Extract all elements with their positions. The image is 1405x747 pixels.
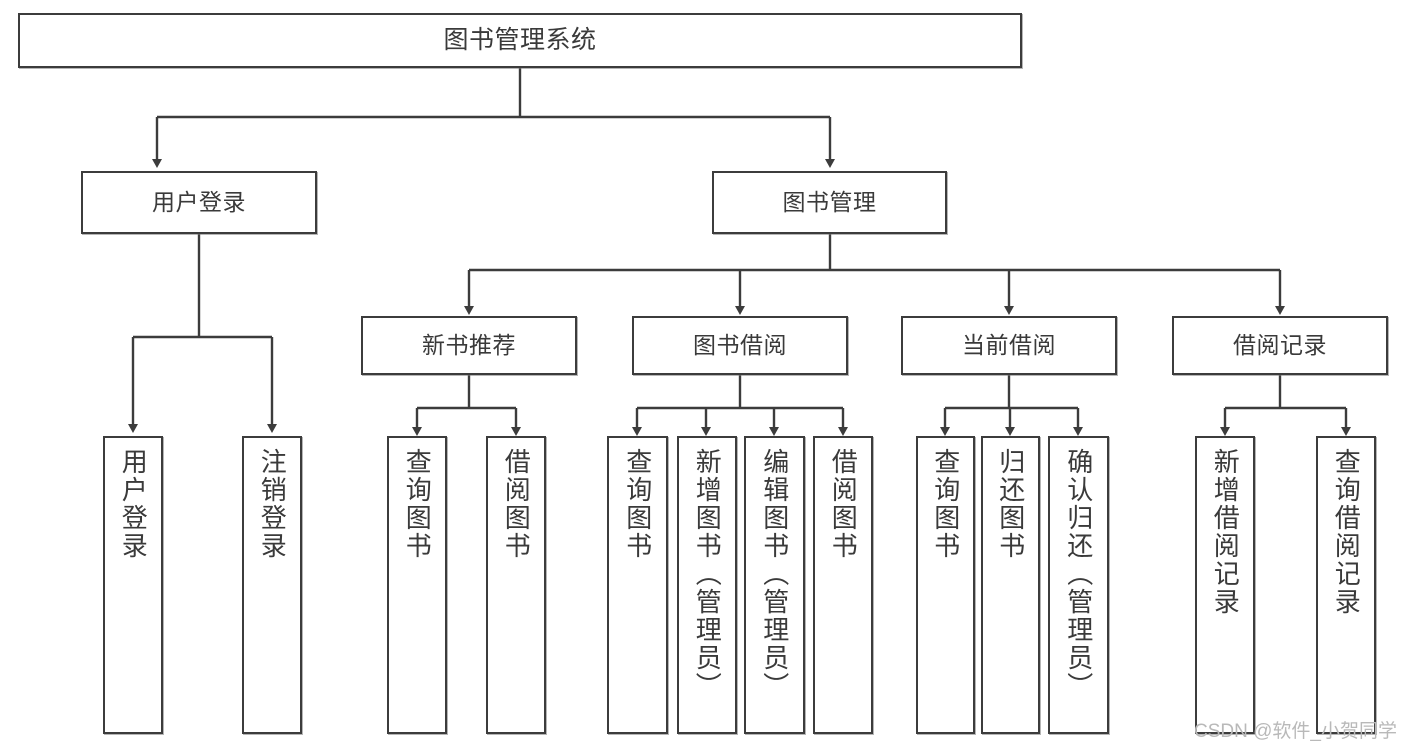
node-label: 新增借阅记录	[1210, 448, 1241, 616]
node-label: 图书借阅	[693, 332, 787, 359]
node-user-login[interactable]: 用户登录	[81, 171, 317, 234]
node-label: 借阅图书	[828, 448, 859, 560]
node-label: 图书管理系统	[443, 26, 597, 55]
node-label: 新书推荐	[422, 332, 516, 359]
leaf-book-borrow-query[interactable]: 查询图书	[607, 436, 668, 734]
node-label: 查询图书	[622, 448, 653, 560]
leaf-new-book-query[interactable]: 查询图书	[387, 436, 447, 734]
node-label: 当前借阅	[962, 332, 1056, 359]
node-current-borrow[interactable]: 当前借阅	[901, 316, 1117, 375]
leaf-current-borrow-confirm-return[interactable]: 确认归还（管理员）	[1048, 436, 1109, 734]
node-label: 确认归还（管理员）	[1063, 448, 1094, 700]
leaf-user-login-logout[interactable]: 注销登录	[242, 436, 302, 734]
leaf-book-borrow-borrow[interactable]: 借阅图书	[813, 436, 873, 734]
leaf-borrow-record-add[interactable]: 新增借阅记录	[1195, 436, 1255, 734]
node-label: 查询借阅记录	[1331, 448, 1362, 616]
node-book-borrow[interactable]: 图书借阅	[632, 316, 848, 375]
leaf-user-login-login[interactable]: 用户登录	[103, 436, 163, 734]
node-label: 借阅记录	[1233, 332, 1327, 359]
node-borrow-record[interactable]: 借阅记录	[1172, 316, 1388, 375]
node-new-book-recommend[interactable]: 新书推荐	[361, 316, 577, 375]
node-label: 查询图书	[930, 448, 961, 560]
leaf-book-borrow-edit[interactable]: 编辑图书（管理员）	[744, 436, 805, 734]
node-label: 用户登录	[152, 189, 246, 216]
leaf-current-borrow-return[interactable]: 归还图书	[981, 436, 1040, 734]
node-label: 借阅图书	[501, 448, 532, 560]
leaf-current-borrow-query[interactable]: 查询图书	[916, 436, 975, 734]
leaf-book-borrow-add[interactable]: 新增图书（管理员）	[677, 436, 737, 734]
node-label: 归还图书	[995, 448, 1026, 560]
node-label: 新增图书（管理员）	[692, 448, 723, 700]
node-label: 查询图书	[402, 448, 433, 560]
node-label: 注销登录	[257, 448, 288, 560]
node-book-management[interactable]: 图书管理	[712, 171, 947, 234]
leaf-new-book-borrow[interactable]: 借阅图书	[486, 436, 546, 734]
node-label: 编辑图书（管理员）	[759, 448, 790, 700]
leaf-borrow-record-query[interactable]: 查询借阅记录	[1316, 436, 1376, 734]
node-root-book-management-system[interactable]: 图书管理系统	[18, 13, 1022, 68]
node-label: 图书管理	[782, 189, 877, 216]
node-label: 用户登录	[118, 448, 149, 560]
